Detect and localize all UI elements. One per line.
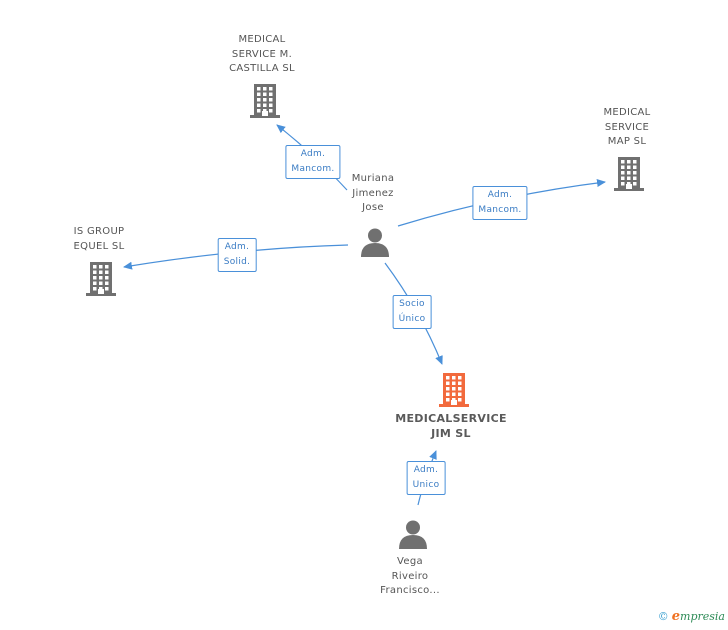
- empresia-brand[interactable]: ©empresia: [658, 609, 725, 624]
- company-isgroup-building-icon[interactable]: [86, 262, 116, 296]
- brand-logo-e: e: [671, 609, 681, 624]
- node-label-castilla[interactable]: MEDICAL SERVICE M. CASTILLA SL: [229, 34, 295, 74]
- edge-label-adm-unico: Adm. Unico: [406, 461, 446, 495]
- node-label-main[interactable]: MEDICALSERVICE JIM SL: [395, 412, 507, 440]
- brand-name: mpresia: [680, 610, 725, 623]
- company-castilla-building-icon[interactable]: [250, 84, 280, 118]
- edge-label-adm-mancom-map: Adm. Mancom.: [472, 186, 528, 220]
- node-label-vega[interactable]: Vega Riveiro Francisco...: [380, 556, 440, 596]
- person-muriana-icon[interactable]: [360, 227, 390, 257]
- edge-label-adm-mancom-castilla: Adm. Mancom.: [285, 145, 341, 179]
- edge-label-socio-unico: Socio Único: [392, 295, 432, 329]
- company-main-building-icon[interactable]: [439, 373, 469, 407]
- node-label-isgroup[interactable]: IS GROUP EQUEL SL: [73, 226, 125, 252]
- node-label-muriana[interactable]: Muriana Jimenez Jose: [351, 173, 395, 213]
- node-label-map[interactable]: MEDICAL SERVICE MAP SL: [603, 107, 651, 147]
- edge-label-adm-solid: Adm. Solid.: [217, 238, 257, 272]
- person-vega-icon[interactable]: [398, 519, 428, 549]
- copyright-icon: ©: [657, 610, 669, 623]
- company-map-building-icon[interactable]: [614, 157, 644, 191]
